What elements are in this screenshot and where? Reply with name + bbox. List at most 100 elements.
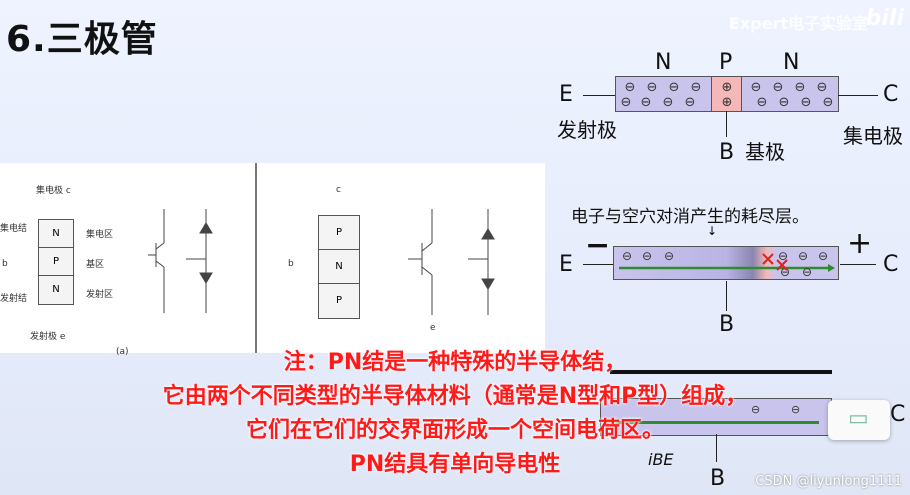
emitter-lead bbox=[583, 264, 613, 265]
emitter-terminal-label: E bbox=[559, 252, 573, 277]
collector-lead bbox=[838, 95, 878, 96]
svg-text:⊖: ⊖ bbox=[798, 249, 808, 263]
svg-text:⊖: ⊖ bbox=[778, 249, 788, 263]
svg-text:⊖: ⊖ bbox=[641, 95, 652, 110]
svg-text:⊖: ⊖ bbox=[779, 95, 790, 110]
svg-text:⊖: ⊖ bbox=[647, 80, 658, 95]
layer-p-bottom: P bbox=[318, 283, 360, 319]
current-arrow-line bbox=[607, 421, 819, 424]
subtitle-line-4: PN结具有单向导电性 bbox=[349, 452, 561, 477]
electron-icon: ⊖ bbox=[751, 403, 761, 416]
npn-structure-diagram: N P N E ⊖⊖⊖⊖ ⊖⊖⊖⊖ ⊕⊕ ⊖⊖⊖⊖ ⊖⊖⊖⊖ C B 发射极 基… bbox=[555, 48, 910, 168]
collector-label: 集电极 bbox=[843, 124, 903, 148]
region-p-label: P bbox=[719, 50, 733, 75]
electron-symbols: ⊖⊖⊖⊖ ⊖⊖⊖⊖ bbox=[621, 80, 702, 110]
svg-text:⊖: ⊖ bbox=[795, 80, 806, 95]
base-letter: b bbox=[288, 259, 294, 269]
floating-window-icon[interactable]: ▭ bbox=[828, 400, 890, 440]
down-arrow-icon: ↓ bbox=[707, 224, 718, 238]
svg-text:⊖: ⊖ bbox=[817, 80, 828, 95]
minus-terminal-sign: − bbox=[585, 228, 611, 263]
electron-symbols-right: ⊖⊖⊖⊖ ⊖⊖⊖⊖ bbox=[751, 80, 834, 110]
base-terminal-label: B bbox=[719, 312, 735, 337]
collector-lead bbox=[840, 264, 876, 265]
base-terminal-label: B bbox=[710, 466, 726, 491]
base-label: 基极 bbox=[745, 140, 785, 164]
figure-a-panel: 集电极 c 集电结 b 发射结 发射极 e N P N 集电区 基区 发射区 (… bbox=[0, 163, 257, 357]
svg-text:⊖: ⊖ bbox=[663, 95, 674, 110]
layer-p-middle: P bbox=[38, 247, 74, 277]
emitter-letter: e bbox=[430, 323, 436, 333]
layer-n-bottom: N bbox=[38, 275, 74, 305]
layer-p-top: P bbox=[318, 215, 360, 251]
svg-text:⊖: ⊖ bbox=[751, 80, 762, 95]
base-terminal-label: B bbox=[719, 140, 735, 165]
junction-bar: ⊖ ⊖ ⊖ ⊖ ⊖ ⊖ ⊖ ⊖ bbox=[613, 246, 839, 280]
n-region-right: ⊖⊖⊖⊖ ⊖⊖⊖⊖ bbox=[741, 76, 839, 112]
collector-label: 集电极 c bbox=[36, 186, 71, 196]
collector-junction-label: 集电结 bbox=[0, 224, 28, 234]
svg-text:⊕: ⊕ bbox=[722, 80, 733, 95]
junction-bar-bottom: ⊖ ⊖ bbox=[600, 398, 832, 436]
emitter-zone-label: 发射区 bbox=[86, 290, 114, 300]
collector-terminal-label: C bbox=[890, 402, 906, 427]
emitter-terminal-label: E bbox=[559, 82, 573, 107]
hole-symbols: ⊕⊕ bbox=[722, 80, 733, 110]
svg-text:⊖: ⊖ bbox=[780, 265, 790, 279]
depletion-layer-diagram: 电子与空穴对消产生的耗尽层。 ↓ − + E ⊖ ⊖ ⊖ ⊖ ⊖ ⊖ bbox=[555, 198, 910, 338]
figure-b-panel: P N P c b e bbox=[258, 163, 545, 353]
forward-bias-diagram: ⊖ ⊖ iBE B ▭ C bbox=[560, 362, 910, 495]
svg-text:⊖: ⊖ bbox=[818, 249, 828, 263]
base-lead bbox=[726, 111, 727, 137]
svg-text:⊕: ⊕ bbox=[722, 95, 733, 110]
emitter-label: 发射极 e bbox=[30, 332, 66, 342]
base-label: b bbox=[2, 259, 8, 269]
bias-arrow-line bbox=[610, 370, 832, 374]
subtitle-line-1: 注：PN结是一种特殊的半导体结， bbox=[283, 350, 627, 375]
subtitle-line-3: 它们在它们的交界面形成一个空间电荷区。 bbox=[245, 418, 664, 443]
emitter-label: 发射极 bbox=[557, 118, 617, 142]
npn-schematic-symbols bbox=[148, 209, 213, 313]
collector-terminal-label: C bbox=[883, 252, 899, 277]
figure-caption: (a) bbox=[116, 347, 129, 357]
slide-title: 6.三极管 bbox=[6, 19, 158, 60]
svg-text:⊖: ⊖ bbox=[823, 95, 834, 110]
bilibili-logo: bili bbox=[865, 6, 904, 31]
svg-text:⊖: ⊖ bbox=[691, 80, 702, 95]
chat-bubble-icon: ▭ bbox=[848, 406, 869, 431]
ibe-current-label: iBE bbox=[648, 450, 674, 469]
region-n-left-label: N bbox=[655, 50, 672, 75]
p-region: ⊕⊕ bbox=[711, 76, 743, 112]
pnp-schematic-symbols bbox=[408, 209, 495, 315]
svg-text:⊖: ⊖ bbox=[625, 80, 636, 95]
svg-text:⊖: ⊖ bbox=[757, 95, 768, 110]
collector-letter: c bbox=[336, 185, 341, 195]
depletion-graphic: ⊖ ⊖ ⊖ ⊖ ⊖ ⊖ ⊖ ⊖ bbox=[613, 246, 839, 280]
csdn-credit: CSDN @liyunlong1111 bbox=[755, 474, 902, 489]
textbook-figure: 集电极 c 集电结 b 发射结 发射极 e N P N 集电区 基区 发射区 (… bbox=[0, 163, 545, 357]
svg-text:⊖: ⊖ bbox=[801, 95, 812, 110]
collector-terminal-label: C bbox=[883, 82, 899, 107]
svg-text:⊖: ⊖ bbox=[664, 249, 674, 263]
emitter-lead bbox=[583, 95, 615, 96]
svg-text:⊖: ⊖ bbox=[669, 80, 680, 95]
plus-terminal-sign: + bbox=[847, 226, 873, 261]
svg-text:⊖: ⊖ bbox=[773, 80, 784, 95]
svg-text:⊖: ⊖ bbox=[642, 249, 652, 263]
electron-icon: ⊖ bbox=[791, 403, 801, 416]
base-zone-label: 基区 bbox=[86, 260, 105, 270]
emitter-junction-label: 发射结 bbox=[0, 294, 28, 304]
layer-n-middle: N bbox=[318, 249, 360, 285]
svg-text:⊖: ⊖ bbox=[802, 265, 812, 279]
region-n-right-label: N bbox=[783, 50, 800, 75]
svg-text:⊖: ⊖ bbox=[621, 95, 632, 110]
layer-n-top: N bbox=[38, 219, 74, 249]
subtitle-line-2: 它由两个不同类型的半导体材料（通常是N型和P型）组成， bbox=[162, 384, 748, 409]
svg-text:⊖: ⊖ bbox=[685, 95, 696, 110]
channel-watermark: Expert电子实验室 bbox=[728, 14, 868, 33]
base-lead bbox=[716, 434, 717, 462]
svg-text:⊖: ⊖ bbox=[622, 249, 632, 263]
depletion-caption: 电子与空穴对消产生的耗尽层。 bbox=[571, 207, 809, 227]
n-region-left: ⊖⊖⊖⊖ ⊖⊖⊖⊖ bbox=[615, 76, 713, 112]
base-lead bbox=[726, 281, 727, 311]
